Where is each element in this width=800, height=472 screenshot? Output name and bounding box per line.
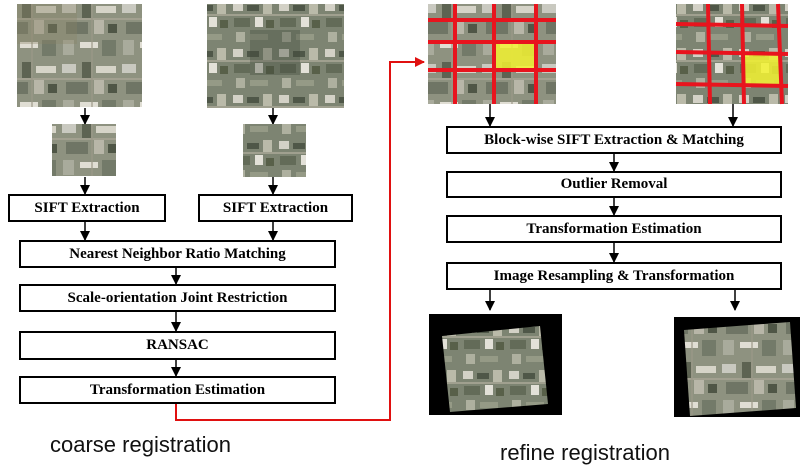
highlighted-block-right bbox=[742, 52, 782, 86]
sift-extraction-right-box: SIFT Extraction bbox=[198, 194, 353, 222]
image-resampling-box: Image Resampling & Transformation bbox=[446, 262, 782, 290]
grid-overlay-left bbox=[428, 4, 556, 104]
refine-output-image-right bbox=[674, 317, 800, 417]
refine-grid-image-left bbox=[428, 4, 556, 104]
coarse-input-image-right bbox=[207, 4, 344, 108]
scale-orientation-restriction-box: Scale-orientation Joint Restriction bbox=[19, 284, 336, 312]
nearest-neighbor-matching-box: Nearest Neighbor Ratio Matching bbox=[19, 240, 336, 268]
sift-extraction-left-box: SIFT Extraction bbox=[8, 194, 166, 222]
coarse-registration-caption: coarse registration bbox=[50, 432, 231, 457]
refine-grid-image-right bbox=[675, 3, 789, 105]
downsampled-image-right bbox=[243, 124, 306, 177]
refine-output-image-left bbox=[429, 314, 562, 415]
coarse-input-image-left bbox=[17, 4, 142, 107]
downsampled-image-left bbox=[52, 124, 116, 176]
refine-registration-caption: refine registration bbox=[500, 440, 670, 465]
coarse-to-refine-arrow bbox=[175, 57, 425, 421]
ransac-box: RANSAC bbox=[19, 331, 336, 360]
highlighted-block-left bbox=[494, 42, 536, 70]
coarse-transformation-estimation-box: Transformation Estimation bbox=[19, 376, 336, 404]
grid-overlay-right bbox=[675, 3, 789, 105]
refine-transformation-estimation-box: Transformation Estimation bbox=[446, 215, 782, 243]
blockwise-sift-matching-box: Block-wise SIFT Extraction & Matching bbox=[446, 126, 782, 154]
outlier-removal-box: Outlier Removal bbox=[446, 171, 782, 198]
